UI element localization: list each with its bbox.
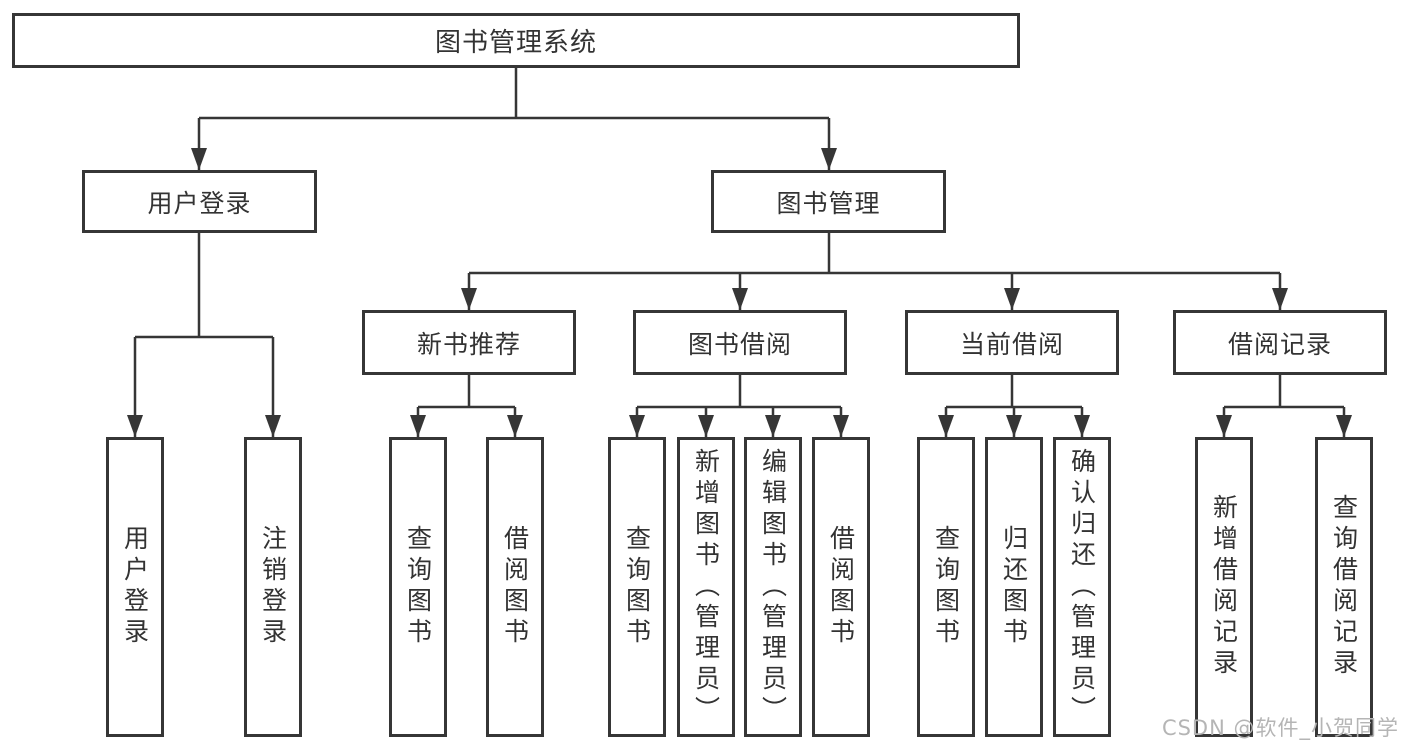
node-new-book-recommendation: 新书推荐	[362, 310, 576, 375]
arrow-icon	[629, 415, 645, 437]
node-label: 查询图书	[622, 525, 652, 649]
node-user-login-branch: 用户登录	[82, 170, 317, 233]
arrow-icon	[191, 148, 207, 170]
arrow-icon	[1074, 415, 1090, 437]
arrowheads	[127, 148, 1352, 437]
node-label: 编辑图书（管理员）	[758, 447, 788, 727]
node-return-books: 归还图书	[985, 437, 1043, 737]
node-label: 查询借阅记录	[1329, 494, 1359, 680]
node-label: 用户登录	[120, 525, 150, 649]
arrow-icon	[461, 288, 477, 310]
node-current-borrowing: 当前借阅	[905, 310, 1119, 375]
arrow-icon	[507, 415, 523, 437]
node-label: 归还图书	[999, 525, 1029, 649]
node-label: 确认归还（管理员）	[1067, 447, 1097, 727]
node-add-borrow-record: 新增借阅记录	[1195, 437, 1253, 737]
node-user-login: 用户登录	[106, 437, 164, 737]
node-confirm-return-admin: 确认归还（管理员）	[1053, 437, 1111, 737]
node-edit-books-admin: 编辑图书（管理员）	[744, 437, 802, 737]
node-query-borrow-record: 查询借阅记录	[1315, 437, 1373, 737]
node-label: 查询图书	[931, 525, 961, 649]
node-label: 借阅图书	[500, 525, 530, 649]
arrow-icon	[265, 415, 281, 437]
node-query-books-borrowing: 查询图书	[608, 437, 666, 737]
arrow-icon	[821, 148, 837, 170]
arrow-icon	[698, 415, 714, 437]
node-label: 注销登录	[258, 525, 288, 649]
node-library-management-system: 图书管理系统	[12, 13, 1020, 68]
node-label: 新增图书（管理员）	[691, 447, 721, 727]
node-logout: 注销登录	[244, 437, 302, 737]
node-book-borrowing: 图书借阅	[633, 310, 847, 375]
node-add-books-admin: 新增图书（管理员）	[677, 437, 735, 737]
arrow-icon	[938, 415, 954, 437]
arrow-icon	[1272, 288, 1288, 310]
node-borrow-books-borrowing: 借阅图书	[812, 437, 870, 737]
arrow-icon	[1216, 415, 1232, 437]
watermark: CSDN @软件_小贺同学	[1161, 716, 1399, 740]
node-query-books-recommend: 查询图书	[389, 437, 447, 737]
arrow-icon	[1006, 415, 1022, 437]
arrow-icon	[410, 415, 426, 437]
arrow-icon	[833, 415, 849, 437]
node-borrow-books-recommend: 借阅图书	[486, 437, 544, 737]
node-label: 新增借阅记录	[1209, 494, 1239, 680]
arrow-icon	[1004, 288, 1020, 310]
node-label: 查询图书	[403, 525, 433, 649]
arrow-icon	[732, 288, 748, 310]
node-borrowing-records: 借阅记录	[1173, 310, 1387, 375]
node-book-management: 图书管理	[711, 170, 946, 233]
arrow-icon	[765, 415, 781, 437]
arrow-icon	[127, 415, 143, 437]
node-label: 借阅图书	[826, 525, 856, 649]
node-query-books-current: 查询图书	[917, 437, 975, 737]
connector-lines	[133, 68, 1346, 437]
arrow-icon	[1336, 415, 1352, 437]
